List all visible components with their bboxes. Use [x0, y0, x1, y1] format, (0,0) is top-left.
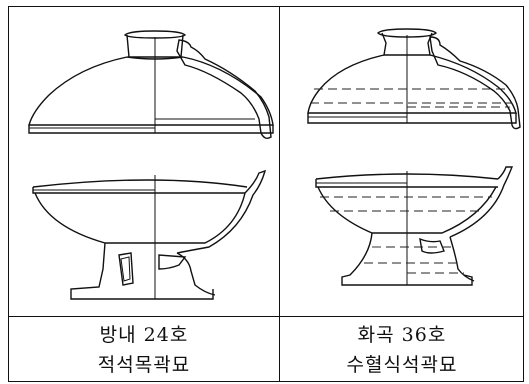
row-divider [9, 316, 523, 317]
right-site-name: 화곡 36호 [357, 324, 447, 346]
bowl-drawing [32, 169, 267, 300]
comparison-table: 방내 24호 적석목곽묘 화곡 36호 수혈식석곽묘 [8, 6, 524, 382]
lid-drawing [28, 30, 274, 140]
bowl-drawing [315, 166, 514, 286]
left-site-name: 방내 24호 [99, 324, 189, 346]
left-vessel-drawing [9, 7, 279, 316]
right-tomb-type: 수혈식석곽묘 [346, 354, 458, 376]
column-divider [279, 7, 280, 381]
left-tomb-type: 적석목곽묘 [97, 354, 191, 376]
right-vessel-drawing [280, 7, 524, 316]
lid-drawing [307, 28, 521, 130]
left-caption: 방내 24호 적석목곽묘 [9, 317, 279, 383]
right-caption: 화곡 36호 수혈식석곽묘 [280, 317, 524, 383]
